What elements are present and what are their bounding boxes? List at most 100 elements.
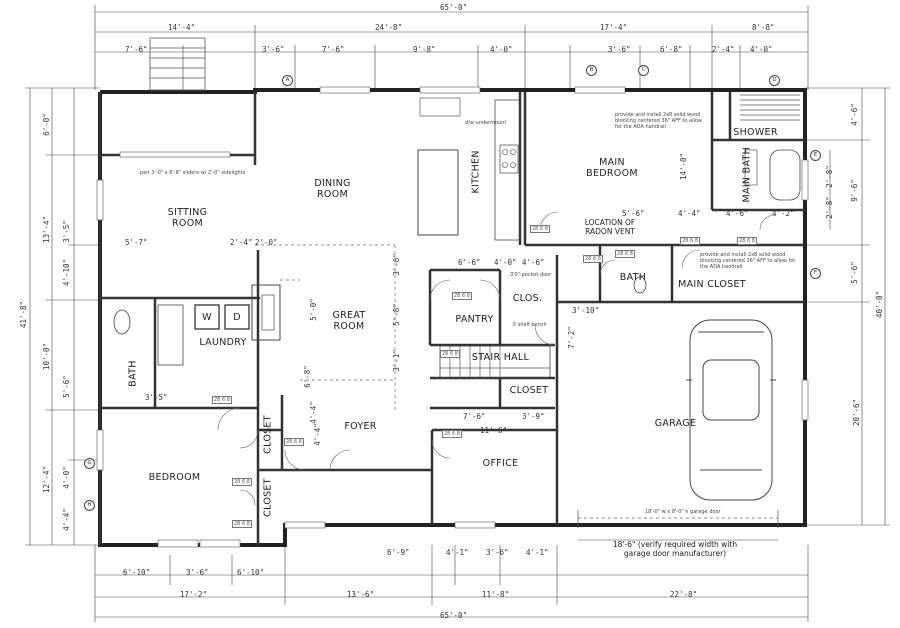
room-label-bedroom: BEDROOM	[148, 472, 201, 483]
left-dimension-lines	[25, 87, 100, 546]
room-label-office: OFFICE	[482, 458, 519, 469]
top-dimension-lines	[94, 5, 809, 90]
dim-int-21: 4'-6"	[726, 209, 749, 218]
grid-mark: F	[810, 268, 821, 279]
dim-int-4: 5'-0"	[308, 298, 318, 321]
room-label-main-bath: MAIN BATH	[741, 146, 753, 203]
dim-top2-9: 4'-0"	[750, 45, 773, 54]
blocking-note-top: provide and install 2x8 solid wood block…	[615, 112, 703, 130]
dim-int-7: 6'-6"	[458, 258, 481, 267]
door-tag: 28 6 8	[232, 520, 252, 528]
dim-right-1: 4'-6"	[849, 103, 859, 126]
dim-top2-7: 6'-8"	[660, 45, 683, 54]
dim-top2-2: 3'-6"	[262, 45, 285, 54]
dim-left-1: 6'-0"	[41, 113, 51, 136]
dim-leftsub-5: 4'-4"	[61, 508, 71, 531]
dim-int-19: 5'-6"	[622, 209, 645, 218]
door-tag: 28 6 8	[284, 438, 304, 446]
door-tag: 28 6 8	[232, 478, 252, 486]
fireplace	[251, 279, 300, 341]
door-tag: 28 6 8	[680, 237, 700, 245]
dim-top2-6: 3'-6"	[608, 45, 631, 54]
dim-leftsub-3: 5'-6"	[61, 375, 71, 398]
dim-left-overall: 41'-8"	[19, 300, 29, 329]
dim-top-2: 24'-8"	[375, 23, 403, 32]
dim-int-16: 4'-4"	[308, 401, 318, 424]
dim-int-18: 14'-0"	[679, 152, 689, 181]
windows	[96, 86, 809, 548]
room-label-clos: CLOS.	[512, 293, 543, 304]
dim-right-4: 20'-6"	[852, 398, 862, 427]
dim-right-3: 5'-6"	[849, 261, 859, 284]
dim-int-3: 2'-0"	[255, 238, 278, 247]
bottom-dimension-lines	[94, 545, 809, 622]
car-outline	[686, 319, 776, 501]
dim-top2-4: 9'-8"	[413, 45, 436, 54]
garage-door	[577, 510, 779, 541]
dim-top-1: 14'-4"	[168, 23, 196, 32]
dim-top2-5: 4'-0"	[490, 45, 513, 54]
dim-int-20: 4'-4"	[678, 209, 701, 218]
room-label-closet-hall: CLOSET	[509, 385, 549, 396]
shower-stairs	[740, 94, 800, 121]
grid-mark: A	[282, 75, 293, 86]
room-label-bath-left: BATH	[127, 360, 139, 387]
dim-bot1-1: 6'-10"	[123, 568, 151, 577]
room-label-main-closet: MAIN CLOSET	[678, 279, 746, 290]
dim-int-6: 5'-8"	[391, 303, 401, 326]
pocket-door-note: 3'0" pocket door	[510, 272, 552, 278]
door-tag: 28 6 8	[440, 350, 460, 358]
dim-leftsub-4: 4'-0"	[61, 466, 71, 489]
dim-bot2-2: 13'-6"	[347, 590, 375, 599]
dim-int-22: 4'-2"	[772, 209, 795, 218]
grid-mark: D	[769, 75, 780, 86]
door-tag: 28 6 8	[452, 292, 472, 300]
bath-fixtures	[113, 149, 801, 366]
dim-top-4: 8'-8"	[752, 23, 775, 32]
dim-left-3: 10'-0"	[42, 342, 52, 371]
dim-int-23: 3'-10"	[572, 306, 600, 315]
dim-bot2-3: 11'-8"	[482, 590, 510, 599]
door-tag: 28 6 8	[530, 225, 550, 233]
dim-left-2: 13'-4"	[42, 215, 52, 244]
room-label-foyer: FOYER	[344, 421, 377, 432]
right-dimension-lines	[805, 87, 890, 526]
kitchen-fixtures	[417, 97, 521, 241]
dim-bot1-3: 6'-10"	[237, 568, 265, 577]
dim-int-1: 5'-7"	[125, 238, 148, 247]
dim-overall-top: 65'-0"	[440, 3, 468, 12]
dim-bot2-1: 17'-2"	[180, 590, 208, 599]
washer-label: W	[202, 312, 212, 323]
dim-top2-8: 2'-4"	[712, 45, 735, 54]
room-label-pantry: PANTRY	[455, 314, 494, 325]
dim-bot1-7: 4'-1"	[526, 548, 549, 557]
dim-top2-1: 7'-6"	[125, 45, 148, 54]
blocking-note-mid: provide and install 2x8 solid wood block…	[700, 252, 796, 270]
room-label-laundry: LAUNDRY	[199, 337, 247, 348]
dim-right-2: 9'-6"	[849, 179, 859, 202]
door-tag: 28 6 8	[212, 396, 232, 404]
dim-int-8: 4'-6"	[522, 258, 545, 267]
grid-mark: G	[84, 458, 95, 469]
room-label-closet-a: CLOSET	[262, 415, 274, 454]
dim-int-9: 7'-2"	[566, 326, 576, 349]
dim-top-3: 17'-4"	[600, 23, 628, 32]
exterior-walls	[98, 88, 807, 547]
dim-int-13: 7'-6"	[463, 412, 486, 421]
dim-int-24: 4'-0"	[494, 258, 517, 267]
garage-door-note: 18'-0" w x 8'-0" h garage door	[645, 509, 721, 515]
room-label-great: GREAT ROOM	[332, 310, 366, 332]
dim-int-17: 3'-5"	[145, 393, 168, 402]
room-label-dining: DINING ROOM	[314, 178, 351, 200]
dim-top2-3: 7'-6"	[322, 45, 345, 54]
dim-rightsub-1: 2'-8"	[824, 165, 834, 188]
room-label-bath-small: BATH	[619, 272, 647, 283]
dim-int-2: 2'-4"	[230, 238, 253, 247]
dim-int-12: 4'-4"	[312, 423, 322, 446]
dim-left-4: 12'-4"	[42, 465, 52, 494]
room-label-sitting: SITTING ROOM	[167, 207, 208, 229]
dim-bot1-4: 6'-9"	[387, 548, 410, 557]
room-label-closet-b: CLOSET	[262, 478, 274, 517]
